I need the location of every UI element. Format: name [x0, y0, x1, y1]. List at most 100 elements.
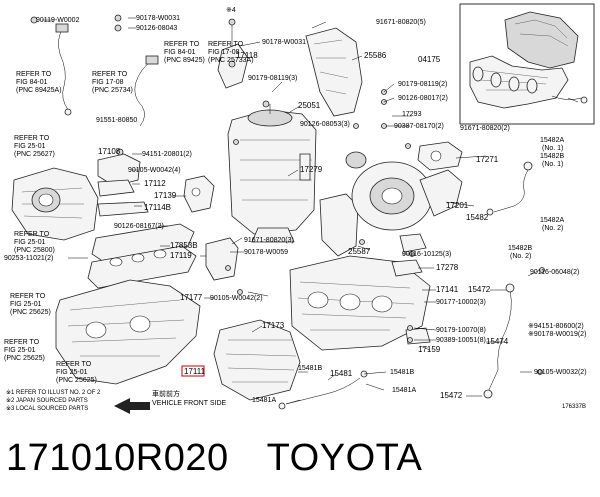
catalytic-converter-25051	[227, 100, 317, 243]
oil-pipe-15482	[486, 161, 533, 216]
part-label-l54: 17853B	[170, 241, 198, 250]
note-1: ※1 REFER TO ILLUST NO. 2 OF 2	[6, 389, 101, 396]
part-label-l33: (PNC 25627)	[14, 151, 55, 158]
part-label-l29: 90126-08053(3)	[300, 121, 350, 128]
part-label-l89: 15481B	[390, 369, 414, 376]
part-label-l81: 15474	[486, 337, 509, 346]
part-label-l53: (PNC 25800)	[14, 247, 55, 254]
gasket-17279	[299, 153, 311, 181]
note-2: ※2 JAPAN SOURCED PARTS	[6, 397, 88, 404]
part-label-l85: (PNC 25625)	[56, 377, 97, 384]
part-label-l94: 車前前方	[152, 389, 180, 398]
part-label-l62: 90253-11021(2)	[4, 255, 53, 262]
part-label-l48: 15482A	[540, 217, 564, 224]
part-label-l10: REFER TO	[208, 41, 244, 48]
part-label-l32: FIG 25-01	[14, 143, 46, 150]
part-label-l65: REFER TO	[10, 293, 46, 300]
part-label-l02: 90178-W0031	[136, 15, 180, 22]
part-label-l38: 15482B	[540, 153, 564, 160]
part-label-l39: (No. 1)	[542, 161, 563, 168]
part-label-l24: 90126-08017(2)	[398, 95, 448, 102]
part-label-l51: REFER TO	[14, 231, 50, 238]
part-label-l06: 04175	[418, 55, 441, 64]
gasket-17139	[183, 175, 215, 213]
gasket-17271	[417, 141, 463, 171]
part-label-l87: 15481B	[298, 365, 322, 372]
part-label-l80: 90389-10051(8)	[436, 337, 486, 344]
parts-diagram: 90119-W000290178-W003190126-08043※491671…	[4, 3, 595, 414]
part-label-l60: 25587	[348, 247, 371, 256]
part-label-l76: REFER TO	[4, 339, 40, 346]
part-label-l82: 17159	[418, 345, 441, 354]
part-label-l75: ※90178-W0019(2)	[528, 331, 586, 338]
oil-pipe-15474	[483, 283, 515, 399]
part-label-l74: ※94151-80600(2)	[528, 323, 584, 330]
part-label-l86: 17111	[184, 367, 206, 376]
part-label-l40: 17271	[476, 155, 499, 164]
manifold-gasket-17853B	[87, 223, 197, 289]
part-label-l37: (No. 1)	[542, 145, 563, 152]
part-label-l71: 15472	[468, 285, 491, 294]
diagram-code: 176337B	[562, 404, 586, 410]
caption-part-number: 171010R020	[6, 437, 229, 479]
gasket-17278	[391, 259, 423, 277]
gasket-17112	[97, 179, 135, 197]
bolt-markers	[225, 89, 545, 375]
exhaust-manifold-left-17111	[55, 279, 205, 385]
cylinder-head-17173	[213, 319, 301, 401]
part-label-l16: FIG 17-08	[92, 79, 124, 86]
part-label-l57: (No. 2)	[510, 253, 531, 260]
part-label-l55: 91671-80820(3)	[244, 237, 294, 244]
part-label-l03: 90126-08043	[136, 25, 177, 32]
part-label-l22: 90179-08119(3)	[248, 75, 297, 82]
part-label-l73: 17173	[262, 321, 285, 330]
part-label-l09: (PNC 89425)	[164, 57, 205, 64]
part-label-l58: 17119	[170, 251, 192, 260]
part-label-l31: REFER TO	[14, 135, 50, 142]
part-label-l17: (PNC 25734)	[92, 87, 133, 94]
part-label-l83: REFER TO	[56, 361, 92, 368]
part-label-l04: ※4	[226, 7, 236, 14]
part-label-l35: 94151-20801(2)	[142, 151, 192, 158]
part-label-l27: 25051	[298, 101, 321, 110]
part-label-l30: 91671-80820(2)	[460, 125, 510, 132]
notes-block: ※1 REFER TO ILLUST NO. 2 OF 2 ※2 JAPAN S…	[6, 389, 101, 412]
part-label-l44: 17139	[154, 191, 177, 200]
part-label-l23: 90179-08119(2)	[398, 81, 447, 88]
part-label-l47: 15482	[466, 213, 489, 222]
caption-brand: TOYOTA	[266, 437, 423, 479]
part-label-l07: REFER TO	[164, 41, 200, 48]
bracket-17118	[217, 18, 249, 89]
part-label-l59: 90178-W0059	[244, 249, 288, 256]
part-label-l19: REFER TO	[16, 71, 52, 78]
part-label-l42: 17112	[144, 179, 166, 188]
turbocharger-17201	[345, 151, 463, 253]
part-label-l78: (PNC 25625)	[4, 355, 45, 362]
part-label-l20: FIG 84-01	[16, 79, 48, 86]
part-label-l70: 17141	[436, 285, 459, 294]
insulator-25586	[305, 27, 363, 117]
part-label-l91: 15481A	[392, 387, 416, 394]
part-label-l36: 15482A	[540, 137, 564, 144]
part-label-l66: FIG 25-01	[10, 301, 42, 308]
exhaust-manifold-17141	[289, 255, 431, 351]
part-label-l52: FIG 25-01	[14, 239, 46, 246]
part-label-l34: 17108	[98, 147, 121, 156]
part-label-l61: 90116-10125(3)	[402, 251, 451, 258]
bracket-17119	[205, 237, 239, 281]
part-label-l72: 90177-10002(3)	[436, 299, 486, 306]
gasket-17114B	[97, 201, 149, 217]
flange-17108	[97, 148, 141, 187]
part-label-l79: 90179-10070(8)	[436, 327, 486, 334]
part-label-l21: (PNC 89425A)	[16, 87, 62, 94]
part-label-l67: (PNC 25625)	[10, 309, 51, 316]
part-label-l05: 91671-80820(5)	[376, 19, 426, 26]
part-label-l11: FIG 17-08	[208, 49, 240, 56]
part-label-l14: 25586	[364, 51, 387, 60]
exhaust-temp-sensor-left	[55, 23, 72, 116]
vehicle-front-arrow	[114, 398, 150, 414]
part-label-l50: 90126-08167(2)	[114, 223, 164, 230]
part-label-l49: (No. 2)	[542, 225, 563, 232]
part-label-l28: 91551-80850	[96, 117, 137, 124]
